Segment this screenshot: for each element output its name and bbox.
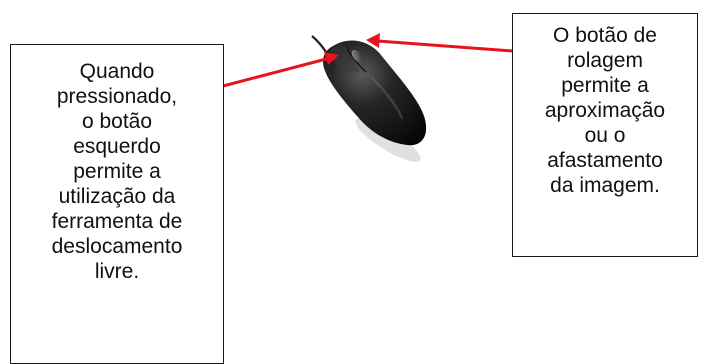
callout-line: utilização da bbox=[11, 184, 223, 209]
callout-line: permite a bbox=[11, 159, 223, 184]
callout-line: ferramenta de bbox=[11, 209, 223, 234]
callout-line: O botão de bbox=[513, 23, 697, 48]
callout-line: rolagem bbox=[513, 48, 697, 73]
scroll-wheel-callout: O botão de rolagem permite a aproximação… bbox=[512, 13, 698, 257]
callout-line: Quando bbox=[11, 59, 223, 84]
callout-line: livre. bbox=[11, 259, 223, 284]
callout-line: esquerdo bbox=[11, 134, 223, 159]
callout-line: aproximação bbox=[513, 98, 697, 123]
callout-line: afastamento bbox=[513, 148, 697, 173]
callout-line: deslocamento bbox=[11, 234, 223, 259]
callout-line: pressionado, bbox=[11, 84, 223, 109]
callout-line: o botão bbox=[11, 109, 223, 134]
callout-line: permite a bbox=[513, 73, 697, 98]
scroll-wheel-arrow bbox=[366, 33, 513, 51]
left-button-arrow bbox=[223, 52, 339, 86]
mouse-cable bbox=[312, 36, 326, 52]
callout-line: ou o bbox=[513, 123, 697, 148]
callout-line: da imagem. bbox=[513, 173, 697, 198]
left-button-callout: Quando pressionado, o botão esquerdo per… bbox=[10, 44, 224, 364]
